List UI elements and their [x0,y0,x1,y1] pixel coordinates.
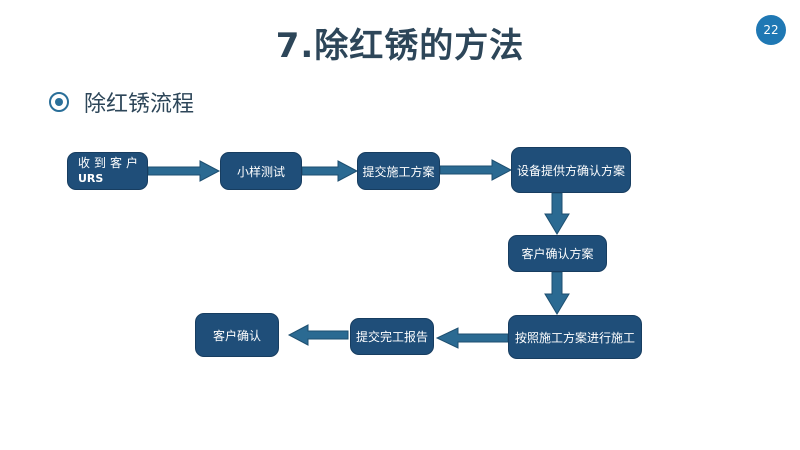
arrow-execute-to-report [435,327,509,349]
section-heading: 除红锈流程 [84,92,195,117]
node-execute: 按照施工方案进行施工 [508,315,642,359]
arrow-sample-to-submit [301,160,359,182]
node-customer-confirm-plan: 客户确认方案 [508,235,607,272]
slide-title: 7.除红锈的方法 [275,26,525,66]
page-number-badge: 22 [756,15,786,45]
node-submit-plan: 提交施工方案 [357,152,440,190]
node-receive-line2: URS [78,172,104,185]
arrow-confirm-to-execute [544,271,570,315]
node-customer-confirm: 客户确认 [195,313,279,357]
radio-bullet-icon [49,92,69,112]
node-sample-test: 小样测试 [220,152,302,190]
arrow-equipment-to-confirm [544,192,570,235]
node-receive-line1: 收到客户 [78,156,143,170]
arrow-report-to-customer [287,324,349,346]
node-equipment-confirm: 设备提供方确认方案 [511,147,631,193]
node-submit-report: 提交完工报告 [350,318,434,355]
node-receive-urs: 收到客户 URS [67,152,148,190]
arrow-receive-to-sample [147,160,221,182]
arrow-submit-to-equipment [439,159,513,181]
